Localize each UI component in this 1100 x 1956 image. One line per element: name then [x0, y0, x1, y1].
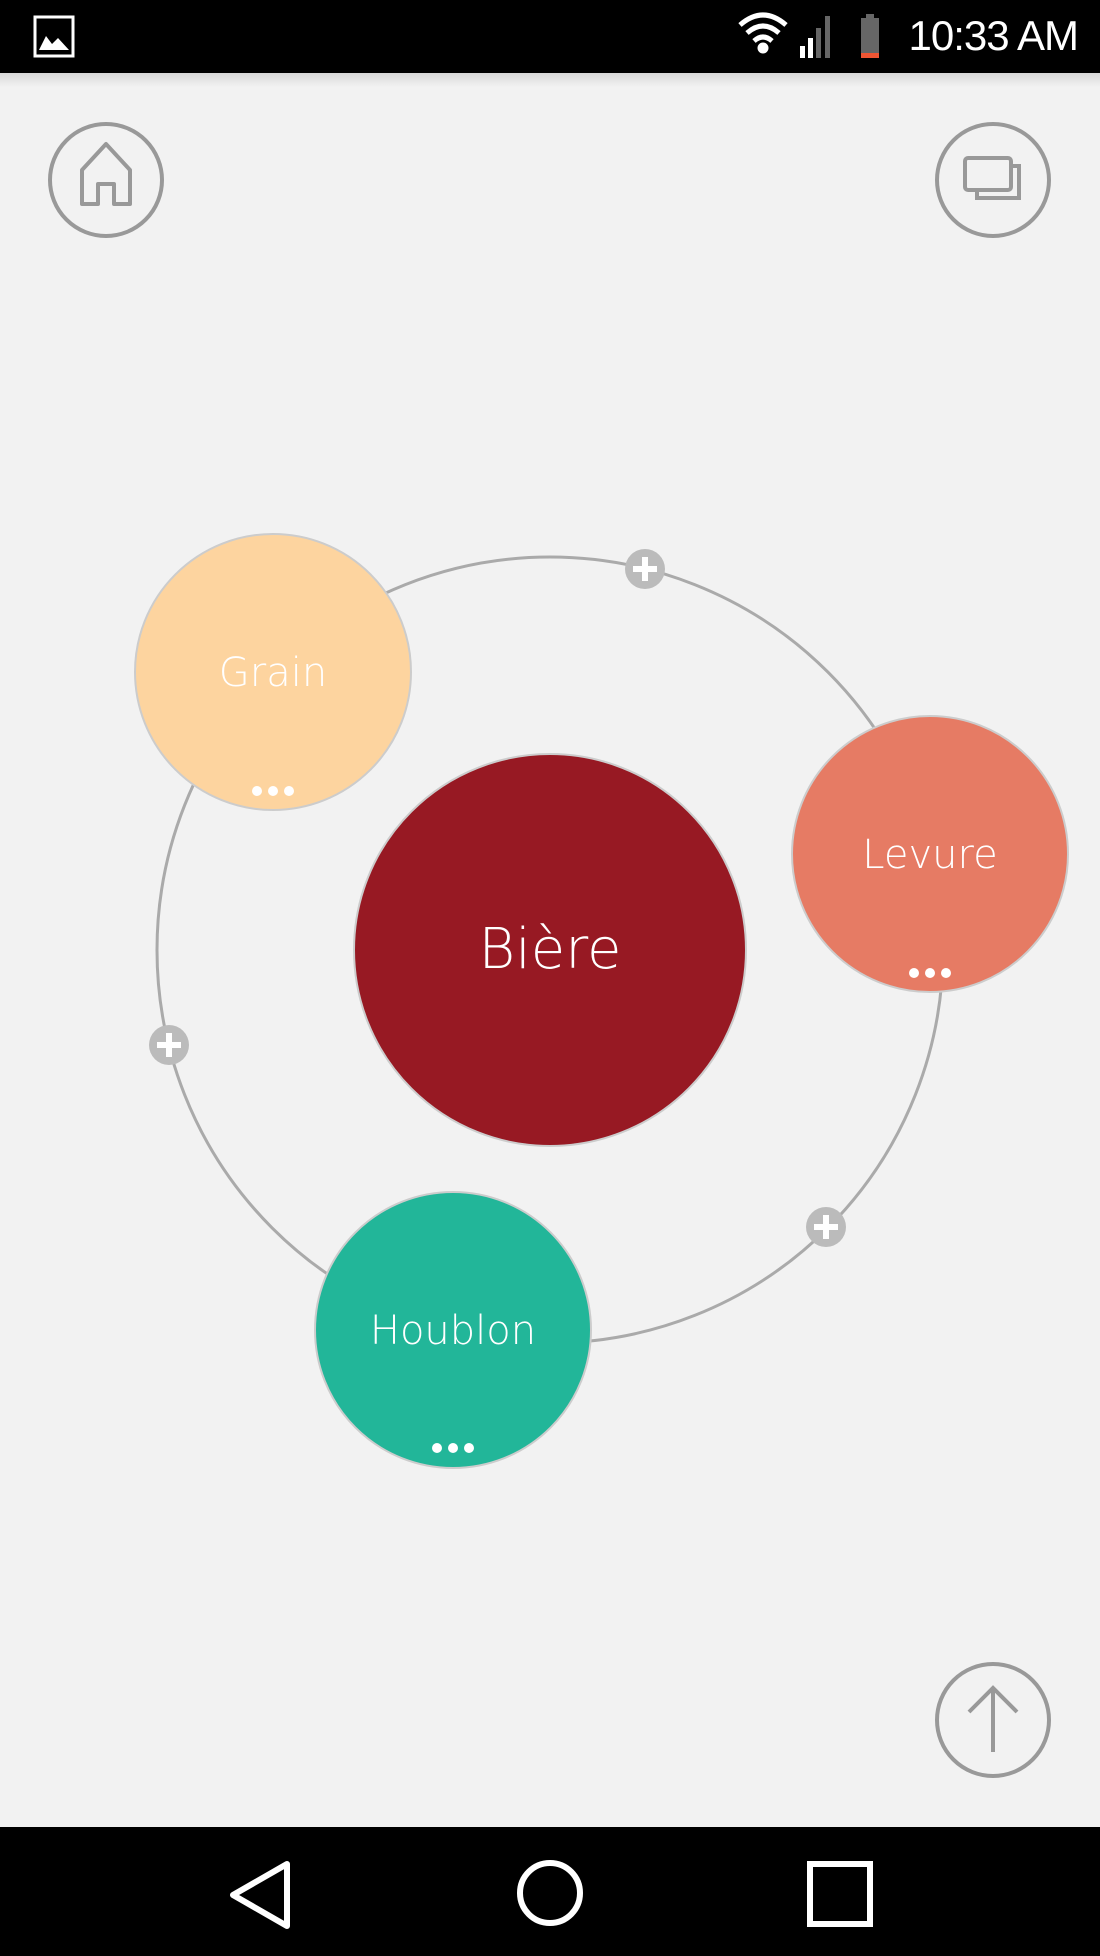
node-label: Levure: [862, 832, 997, 878]
signal-icon: [800, 16, 830, 58]
more-dots-icon[interactable]: [909, 968, 951, 978]
battery-icon: [861, 14, 879, 58]
home-icon: [80, 142, 132, 206]
clock: 10:33 AM: [908, 12, 1079, 59]
navigation-bar: [0, 1827, 1100, 1956]
copy-windows-icon: [963, 156, 1021, 200]
home-button[interactable]: [48, 122, 164, 238]
node-label: Grain: [219, 650, 327, 696]
toolbar-shadow: [0, 73, 1100, 87]
center-node[interactable]: Bière: [353, 753, 747, 1147]
center-node-label: Bière: [479, 917, 622, 982]
node-houblon[interactable]: Houblon: [314, 1191, 592, 1469]
node-grain[interactable]: Grain: [134, 533, 412, 811]
wifi-icon: [738, 12, 788, 54]
arrow-up-icon: [967, 1685, 1019, 1752]
copy-windows-button[interactable]: [935, 122, 1051, 238]
back-icon[interactable]: [230, 1861, 290, 1929]
node-label: Houblon: [370, 1308, 536, 1354]
node-levure[interactable]: Levure: [791, 715, 1069, 993]
upload-button[interactable]: [935, 1662, 1051, 1778]
add-node-button[interactable]: [149, 1025, 189, 1065]
home-circle-icon[interactable]: [517, 1860, 583, 1926]
add-node-button[interactable]: [625, 549, 665, 589]
recents-icon[interactable]: [807, 1861, 873, 1927]
more-dots-icon[interactable]: [252, 786, 294, 796]
status-bar: 10:33 AM: [0, 0, 1100, 73]
add-node-button[interactable]: [806, 1207, 846, 1247]
more-dots-icon[interactable]: [432, 1443, 474, 1453]
gallery-notification-icon: [33, 15, 75, 58]
